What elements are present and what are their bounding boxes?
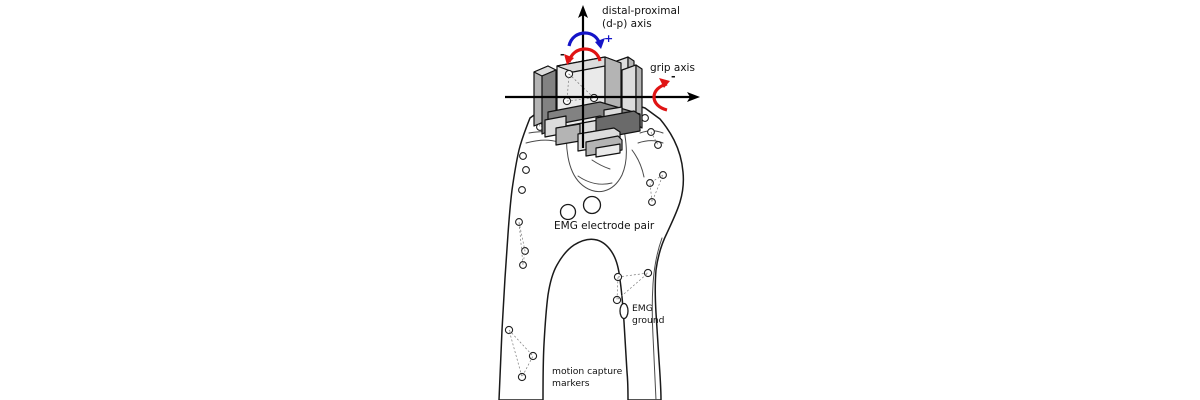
axes-group	[505, 5, 700, 148]
hand-outline	[498, 101, 685, 400]
device-marker-link	[566, 73, 595, 102]
marker-dot	[517, 372, 527, 382]
marker-link	[650, 131, 659, 146]
marker-dot	[648, 198, 656, 206]
distal-proximal-axis-label-line1: distal-proximal	[602, 5, 680, 17]
marker-dot	[528, 351, 538, 361]
emg-ground-label-line2: ground	[632, 315, 665, 326]
hand-thumb-web-crease	[631, 149, 645, 178]
right-arrow-icon	[687, 92, 700, 102]
marker-dot	[654, 141, 662, 149]
device-base-tab	[595, 143, 621, 158]
marker-dot	[522, 166, 530, 174]
hand-crease-knuckle-right-2	[637, 140, 664, 144]
marker-dot	[518, 186, 526, 194]
hand-finger-fold-lower	[577, 175, 613, 185]
dp-positive-sign: +	[604, 32, 613, 45]
marker-link	[518, 221, 526, 266]
marker-link	[649, 174, 664, 203]
emg-ground-label-line1: EMG	[632, 303, 653, 314]
grip-negative-sign: -	[671, 70, 676, 83]
motion-capture-caption-group: motion capture markers	[552, 366, 623, 389]
marker-link	[508, 329, 534, 378]
red-rotation-arrowhead-icon	[564, 54, 574, 65]
dp-negative-sign: -	[560, 48, 565, 61]
grip-rotation-arrowhead-icon	[659, 78, 670, 88]
grip-red-rotation-arc-icon	[652, 82, 668, 112]
blue-rotation-arrowhead-icon	[595, 38, 605, 49]
emg-electrode-group: EMG electrode pair	[554, 195, 655, 232]
blue-rotation-arc-icon	[567, 31, 602, 47]
grip-device-group	[533, 56, 643, 158]
grip-axis-label: grip axis	[650, 62, 695, 74]
hand-finger-fold-inner	[591, 159, 611, 170]
forearm-inner-contour	[651, 237, 663, 400]
emg-ground-electrode	[619, 302, 629, 320]
marker-dot	[646, 179, 654, 187]
emg-electrode-pair-label: EMG electrode pair	[554, 220, 655, 232]
marker-dot	[519, 152, 527, 160]
rotation-arcs-group: + - -	[560, 31, 676, 112]
distal-proximal-axis-label-line2: (d-p) axis	[602, 18, 652, 30]
motion-capture-label-line2: markers	[552, 378, 590, 389]
marker-dot	[519, 261, 527, 269]
emg-ground-group: EMG ground	[619, 302, 665, 326]
axis-labels-group: distal-proximal (d-p) axis grip axis	[602, 5, 695, 74]
emg-electrode-2	[582, 195, 602, 215]
hand-group	[498, 101, 685, 400]
motion-capture-label-line1: motion capture	[552, 366, 623, 377]
marker-dot	[641, 114, 649, 122]
red-rotation-arc-icon	[567, 47, 602, 63]
hand-finger-fold-outline	[566, 116, 627, 193]
up-arrow-icon	[578, 5, 588, 18]
emg-electrode-1	[559, 203, 577, 221]
